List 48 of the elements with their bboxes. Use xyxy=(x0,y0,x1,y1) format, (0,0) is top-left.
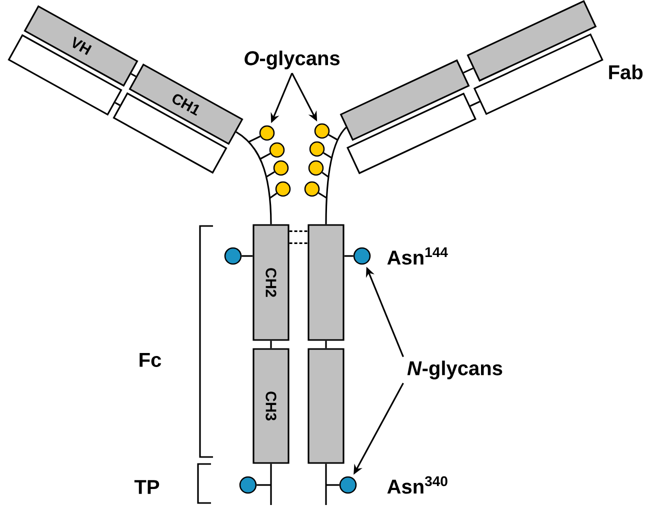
hinge-line xyxy=(236,131,272,224)
disulfide-bond xyxy=(289,242,308,244)
label: Asn$^{340}$ xyxy=(387,476,448,494)
stem-line xyxy=(270,340,272,348)
glycan-circle xyxy=(239,476,257,494)
glycan-circle xyxy=(269,142,285,158)
label: Fc xyxy=(140,353,162,367)
glycan-circle xyxy=(309,141,325,157)
domain-box xyxy=(308,348,344,464)
disulfide-bond xyxy=(289,230,308,232)
label: Fab xyxy=(609,64,643,80)
branch-line xyxy=(322,172,329,178)
stem-line xyxy=(270,464,272,505)
stem-line xyxy=(325,464,327,505)
branch-line xyxy=(248,136,260,143)
branch-line xyxy=(260,152,271,160)
glycan-circle xyxy=(259,125,275,141)
linker-line xyxy=(114,102,120,106)
stalk-line xyxy=(256,484,271,486)
linker-line xyxy=(470,100,480,107)
stalk-line xyxy=(326,484,340,486)
branch-line xyxy=(266,171,275,178)
linker-line xyxy=(130,73,136,78)
glycan-label: N-glycans xyxy=(407,360,502,380)
glycan-circle xyxy=(308,160,324,176)
branch-line xyxy=(328,134,338,141)
glycan-circle xyxy=(224,247,242,265)
glycan-circle xyxy=(275,181,291,197)
branch-line xyxy=(318,192,328,199)
domain-box xyxy=(308,224,344,341)
glycan-circle xyxy=(314,123,330,139)
glycan-circle xyxy=(339,476,357,494)
branch-line xyxy=(269,192,278,199)
domain-box: CH3 xyxy=(252,348,290,464)
hinge-line xyxy=(325,126,347,224)
domain-box: CH2 xyxy=(252,224,290,341)
glycan-circle xyxy=(304,181,320,197)
stalk-line xyxy=(344,255,354,257)
stalk-line xyxy=(242,255,253,257)
linker-line xyxy=(463,68,474,74)
stem-line xyxy=(325,340,327,348)
glycan-circle xyxy=(353,247,371,265)
glycan-circle xyxy=(273,160,289,176)
branch-line xyxy=(323,152,332,159)
label: TP xyxy=(134,480,160,494)
glycan-label: O-glycans xyxy=(244,50,340,70)
label: Asn$^{144}$ xyxy=(387,247,448,265)
domain-box xyxy=(346,92,476,174)
